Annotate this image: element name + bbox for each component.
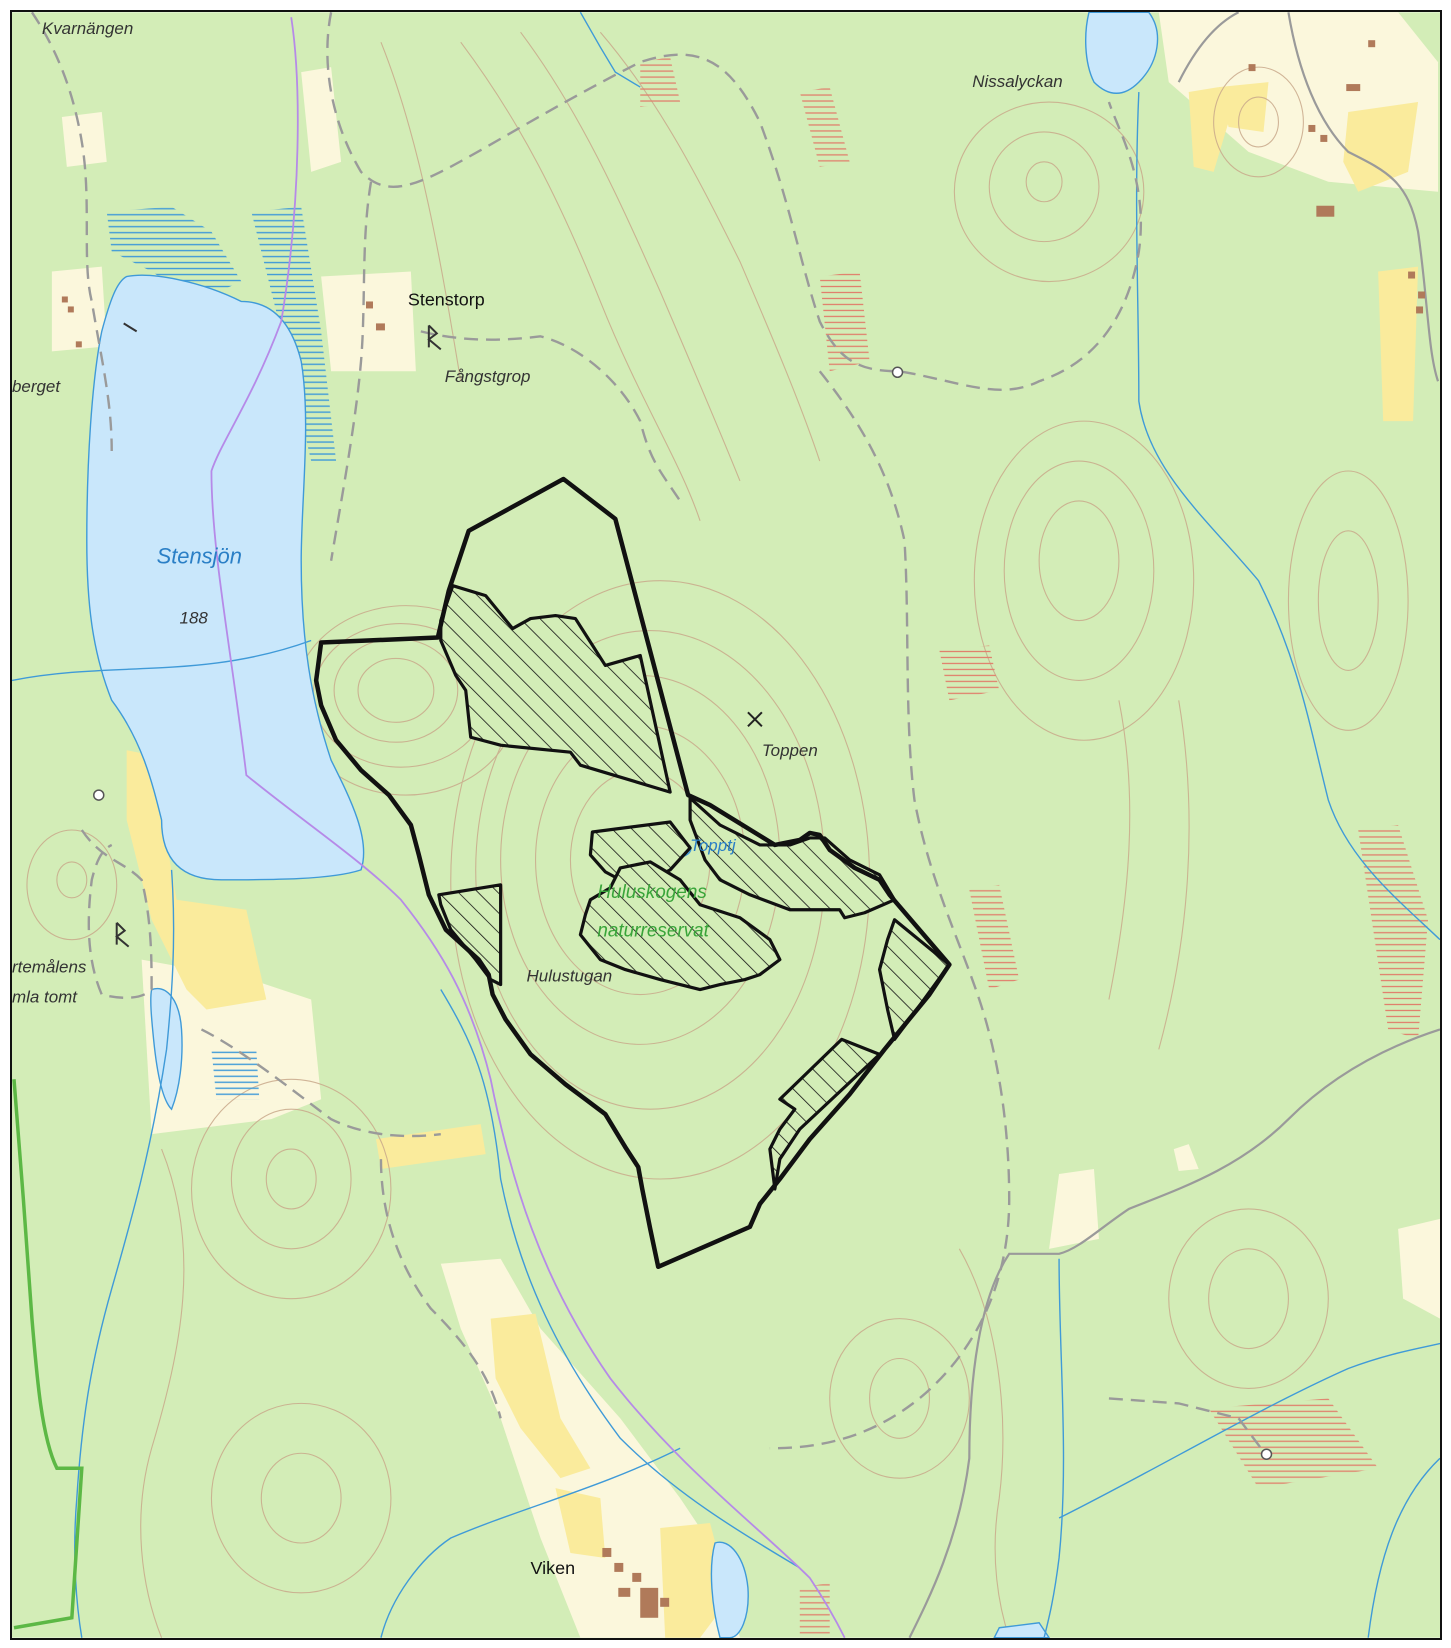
place-label-nissalyckan: Nissalyckan xyxy=(972,72,1062,91)
place-label-berget: berget xyxy=(12,377,61,396)
streams xyxy=(12,12,1440,1638)
hatched-zone-southeast xyxy=(768,1037,882,1191)
place-label-kvarnangen: Kvarnängen xyxy=(42,19,133,38)
lake-northeast xyxy=(1085,12,1159,94)
elevation-label: 188 xyxy=(180,609,209,628)
place-label-temalens: rtemålens xyxy=(12,958,87,977)
map-canvas[interactable]: Kvarnängen Nissalyckan Stenstorp Fångstg… xyxy=(12,12,1440,1638)
place-label-toppen: Toppen xyxy=(762,741,818,760)
power-line xyxy=(210,17,846,1638)
place-label-viken: Viken xyxy=(531,1558,576,1578)
nature-reserve-boundary xyxy=(313,476,952,1270)
reserve-hatched-zones xyxy=(437,584,951,1191)
reserve-label-line2: naturreservat xyxy=(597,921,709,942)
reserve-label-line1: Huluskogens xyxy=(597,882,707,903)
place-label-fangstgrop: Fångstgrop xyxy=(445,367,531,386)
wetland-hatch-areas xyxy=(106,206,337,1100)
place-label-stenstorp: Stenstorp xyxy=(408,289,485,309)
buildings xyxy=(61,40,1426,1618)
municipal-boundary xyxy=(12,1079,84,1630)
footpaths xyxy=(30,12,1270,1459)
roads xyxy=(908,12,1440,1638)
lake-label-stensjon: Stensjön xyxy=(157,544,242,569)
map-frame: Kvarnängen Nissalyckan Stenstorp Fångstg… xyxy=(10,10,1442,1640)
point-marker-icon xyxy=(93,366,1273,1460)
lake-stensjon xyxy=(86,274,365,881)
hatched-zone-north xyxy=(439,584,672,794)
gate-mark xyxy=(123,322,138,333)
hatched-zone-center xyxy=(578,860,782,992)
summit-cross-icon xyxy=(747,711,763,727)
trap-pit-icon xyxy=(427,324,442,351)
trap-pit-icon xyxy=(115,922,130,948)
place-label-hulustugan: Hulustugan xyxy=(527,967,613,986)
lake-label-topptjarn: Topptj xyxy=(690,836,737,855)
place-label-gamla-tomt: mla tomt xyxy=(12,988,78,1007)
marsh-hatch-areas xyxy=(640,57,1429,1638)
